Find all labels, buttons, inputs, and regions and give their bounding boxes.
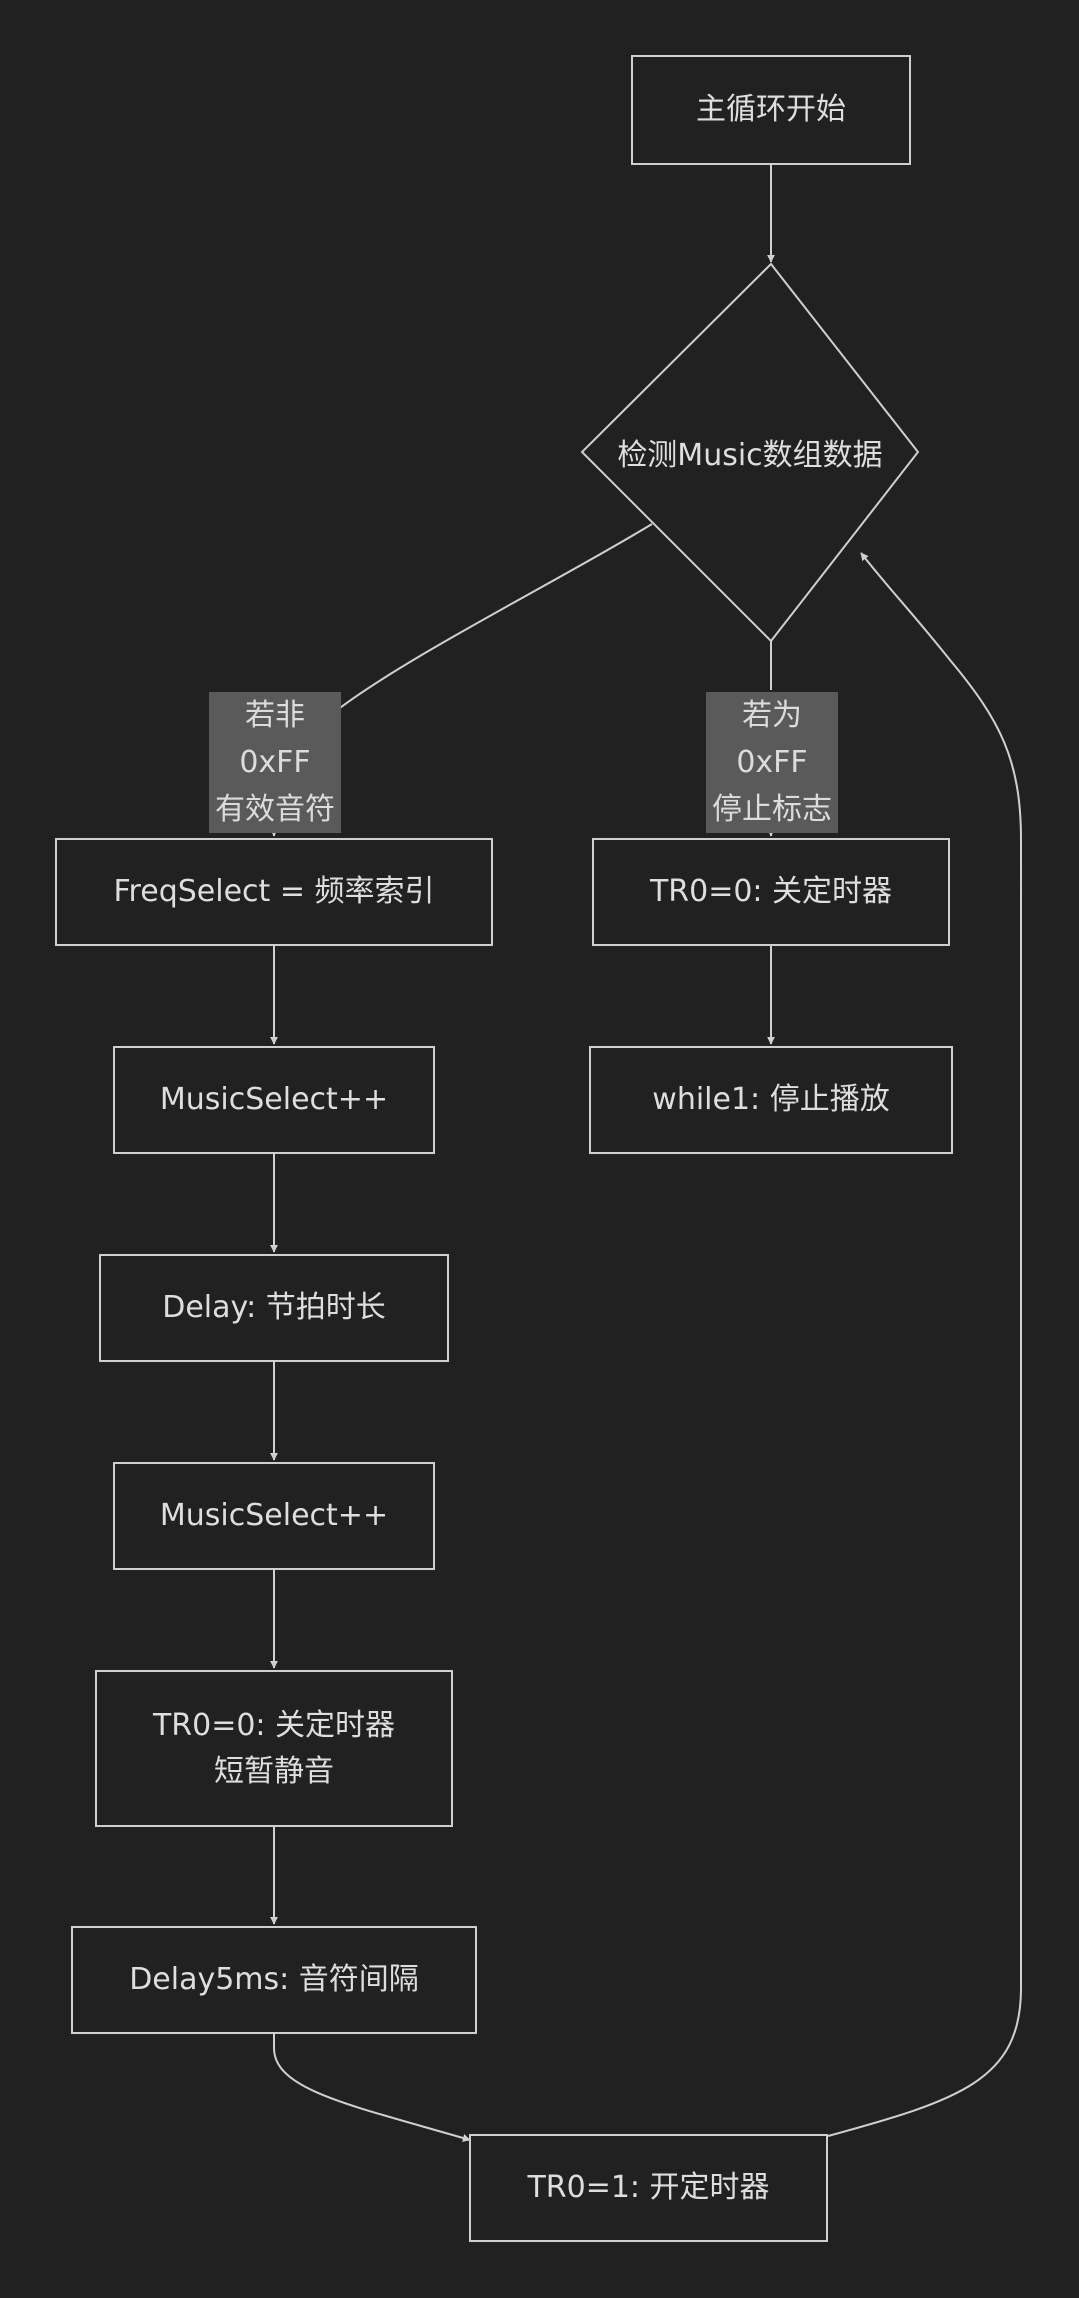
node-while-stop: while1: 停止播放	[589, 1046, 953, 1154]
edge-label-not-ff: 若非0xFF 有效音符	[209, 692, 341, 833]
node-delay-beat: Delay: 节拍时长	[99, 1254, 449, 1362]
node-music-select-2: MusicSelect++	[113, 1462, 435, 1570]
node-main-loop-start-label: 主循环开始	[696, 92, 846, 127]
decision-text: 检测Music数组数据	[617, 438, 883, 473]
node-while-stop-label: while1: 停止播放	[652, 1082, 890, 1117]
node-delay5ms-label: Delay5ms: 音符间隔	[129, 1962, 419, 1997]
edge-delay5ms-to-tr0on	[273, 2034, 471, 2142]
node-main-loop-start: 主循环开始	[631, 55, 911, 165]
edge-label-is-ff-line2: 停止标志	[712, 792, 832, 827]
node-music-select-1: MusicSelect++	[113, 1046, 435, 1154]
node-tr0-off-stop-label: TR0=0: 关定时器	[649, 874, 893, 909]
decision-diamond	[580, 262, 920, 643]
edge-label-not-ff-line1: 若非0xFF	[239, 698, 311, 780]
node-delay-beat-label: Delay: 节拍时长	[162, 1290, 386, 1325]
node-tr0-off-stop: TR0=0: 关定时器	[592, 838, 950, 946]
edge-tr0on-to-check-loop	[827, 552, 1022, 2137]
edge-label-not-ff-line2: 有效音符	[215, 792, 335, 827]
node-music-select-1-label: MusicSelect++	[159, 1082, 389, 1117]
edge-label-is-ff-line1: 若为0xFF	[736, 698, 808, 780]
node-music-select-2-label: MusicSelect++	[159, 1498, 389, 1533]
node-delay5ms: Delay5ms: 音符间隔	[71, 1926, 477, 2034]
node-tr0-off-mute-label-line1: TR0=0: 关定时器	[152, 1707, 396, 1743]
node-tr0-on: TR0=1: 开定时器	[469, 2134, 828, 2242]
edge-label-is-ff: 若为0xFF 停止标志	[706, 692, 838, 833]
node-tr0-off-mute-label-line2: 短暂静音	[214, 1753, 334, 1789]
node-freq-select: FreqSelect = 频率索引	[55, 838, 493, 946]
node-freq-select-label: FreqSelect = 频率索引	[113, 874, 435, 909]
node-tr0-on-label: TR0=1: 开定时器	[527, 2170, 770, 2205]
node-tr0-off-mute: TR0=0: 关定时器 短暂静音	[95, 1670, 453, 1827]
decision-check-label: 检测Music数组数据	[582, 412, 918, 492]
